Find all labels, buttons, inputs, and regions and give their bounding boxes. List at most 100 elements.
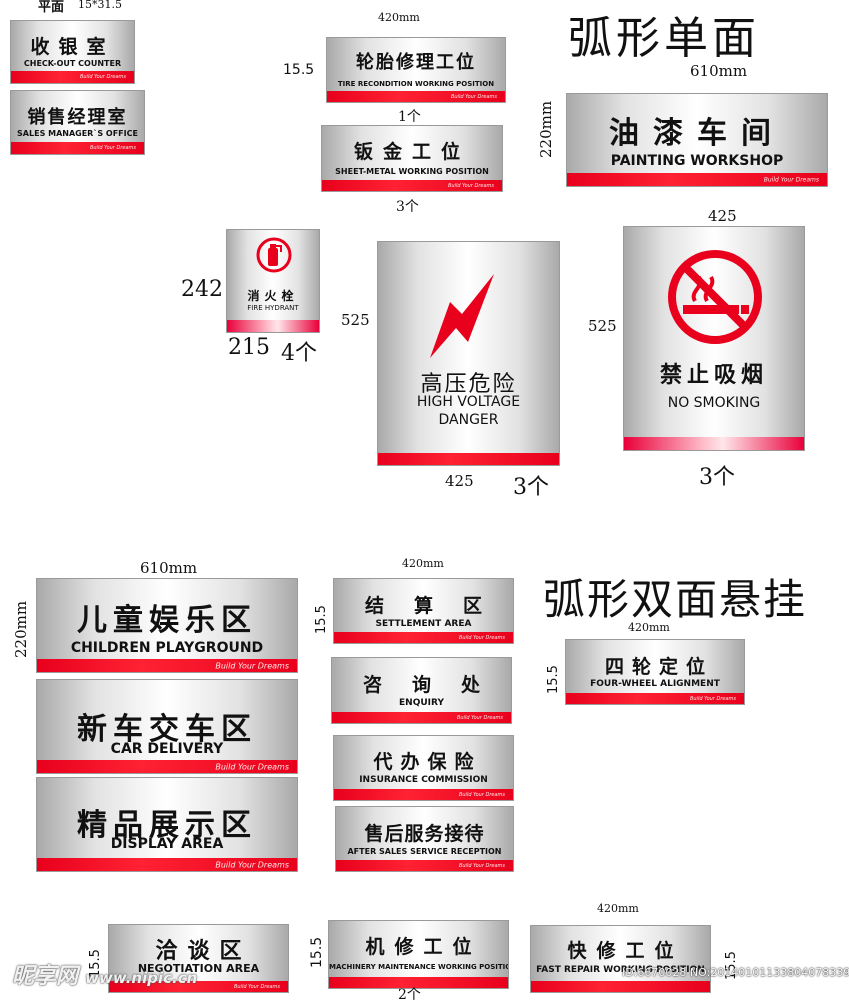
dim-width-four-wheel: 420mm xyxy=(628,621,670,634)
sign-fast-repair-en: FAST REPAIR WORKING POSITION xyxy=(536,965,705,975)
dim-height-hydrant: 242 xyxy=(181,277,223,302)
sign-painting-workshop-bar: Build Your Dreams xyxy=(567,173,827,186)
qty-voltage: 3个 xyxy=(513,475,549,500)
sign-sales-manager-cn: 销售经理室 xyxy=(27,107,128,128)
brand-slogan: Build Your Dreams xyxy=(458,634,505,641)
sign-fire-hydrant-en: FIRE HYDRANT xyxy=(247,304,299,312)
sign-children-playground-bar: Build Your Dreams xyxy=(37,659,297,672)
sign-four-wheel-alignment-bar: Build Your Dreams xyxy=(566,693,744,704)
dim-height-children: 220mm xyxy=(12,600,30,658)
sign-insurance-commission-en: INSURANCE COMMISSION xyxy=(359,775,488,785)
sign-fast-repair-cn: 快修工位 xyxy=(567,940,684,962)
sign-settlement-area: 结算区 SETTLEMENT AREA Build Your Dreams xyxy=(333,578,514,644)
sign-display-area-cn: 精品展示区 xyxy=(77,808,257,843)
fire-extinguisher-icon xyxy=(256,237,292,273)
brand-slogan: Build Your Dreams xyxy=(89,145,136,151)
sign-children-playground-cn: 儿童娱乐区 xyxy=(77,603,257,638)
sign-enquiry-bar: Build Your Dreams xyxy=(332,712,511,723)
dim-height-settlement: 15.5 xyxy=(314,605,329,634)
sign-fire-hydrant-bar xyxy=(227,320,319,332)
dim-height-tire: 15.5 xyxy=(283,62,315,78)
sign-machinery-maintenance-en: MACHINERY MAINTENANCE WORKING POSITION xyxy=(329,963,509,971)
sign-machinery-maintenance-cn: 机修工位 xyxy=(365,936,482,958)
sign-children-playground-en: CHILDREN PLAYGROUND xyxy=(70,640,264,656)
brand-slogan: Build Your Dreams xyxy=(458,862,505,869)
qty-hydrant: 4个 xyxy=(281,341,317,366)
sign-children-playground: 儿童娱乐区 CHILDREN PLAYGROUND Build Your Dre… xyxy=(36,578,298,673)
sign-negotiation-area-en: NEGOTIATION AREA xyxy=(137,962,260,975)
section-title-double: 弧形双面悬挂 xyxy=(543,575,808,624)
plane-label: 平面 xyxy=(38,0,65,15)
sign-car-delivery-en: CAR DELIVERY xyxy=(110,741,224,757)
brand-slogan: Build Your Dreams xyxy=(763,176,819,183)
sign-high-voltage-en2: DANGER xyxy=(438,412,499,428)
sign-negotiation-area-cn: 洽谈区 xyxy=(155,939,252,964)
sign-enquiry: 咨询处 ENQUIRY Build Your Dreams xyxy=(331,657,512,724)
sign-high-voltage-cn: 高压危险 xyxy=(420,372,517,397)
sign-enquiry-en: ENQUIRY xyxy=(399,698,444,708)
sign-four-wheel-alignment: 四轮定位 FOUR-WHEEL ALIGNMENT Build Your Dre… xyxy=(565,639,745,705)
brand-slogan: Build Your Dreams xyxy=(233,983,280,990)
sign-sales-manager: 销售经理室 SALES MANAGER`S OFFICE Build Your … xyxy=(10,90,145,155)
sign-sales-manager-en: SALES MANAGER`S OFFICE xyxy=(17,129,138,138)
sign-display-area: 精品展示区 DISPLAY AREA Build Your Dreams xyxy=(36,777,298,872)
sign-no-smoking-en: NO SMOKING xyxy=(667,395,761,411)
dim-width-children: 610mm xyxy=(140,559,198,577)
sign-fast-repair: 快修工位 FAST REPAIR WORKING POSITION xyxy=(530,925,711,993)
sign-tire-repair-cn: 轮胎修理工位 xyxy=(356,52,476,73)
brand-slogan: Build Your Dreams xyxy=(215,860,289,869)
sign-sheet-metal: 钣金工位 SHEET-METAL WORKING POSITION Build … xyxy=(321,125,503,192)
sign-painting-workshop-en: PAINTING WORKSHOP xyxy=(610,153,784,169)
sign-fire-hydrant-cn: 消火栓 xyxy=(247,289,299,303)
sign-four-wheel-alignment-cn: 四轮定位 xyxy=(604,656,713,678)
dim-width-nosmoking: 425 xyxy=(708,207,737,225)
sign-car-delivery-bar: Build Your Dreams xyxy=(37,760,297,773)
watermark-logo: 昵享网 www.nipic.cn xyxy=(12,958,197,990)
qty-machinery: 2个 xyxy=(398,987,421,1003)
sign-car-delivery-cn: 新车交车区 xyxy=(77,712,257,747)
sign-fire-hydrant: 消火栓 FIRE HYDRANT xyxy=(226,229,320,333)
sign-no-smoking-bar xyxy=(624,437,804,450)
brand-slogan: Build Your Dreams xyxy=(458,791,505,798)
watermark-id: ID:6670028 NO:20140101133804078339 xyxy=(622,966,849,979)
dim-height-painting: 220mm xyxy=(537,100,555,158)
sign-settlement-area-bar: Build Your Dreams xyxy=(334,632,513,643)
lightning-bolt-icon xyxy=(430,274,494,358)
dim-height-machinery: 15.5 xyxy=(309,936,325,968)
brand-slogan: Build Your Dreams xyxy=(447,182,494,189)
brand-slogan: Build Your Dreams xyxy=(689,695,736,702)
qty-sheet-metal: 3个 xyxy=(396,199,419,215)
sign-sheet-metal-en: SHEET-METAL WORKING POSITION xyxy=(335,167,489,176)
sign-no-smoking-cn: 禁止吸烟 xyxy=(659,363,768,388)
qty-tire: 1个 xyxy=(398,109,421,125)
sign-machinery-maintenance-bar xyxy=(329,977,508,988)
dim-width-fast-repair: 420mm xyxy=(597,902,639,915)
sign-insurance-commission: 代办保险 INSURANCE COMMISSION Build Your Dre… xyxy=(333,735,514,801)
sign-cashier-en: CHECK-OUT COUNTER xyxy=(23,59,122,68)
dim-height-voltage: 525 xyxy=(341,311,370,329)
sign-after-sales-bar: Build Your Dreams xyxy=(336,860,513,871)
dim-width-tire: 420mm xyxy=(378,11,420,24)
sign-high-voltage-bar xyxy=(378,453,559,465)
dim-width-settlement: 420mm xyxy=(402,557,444,570)
sign-tire-repair: 轮胎修理工位 TIRE RECONDITION WORKING POSITION… xyxy=(326,37,506,103)
sign-no-smoking: 禁止吸烟 NO SMOKING xyxy=(623,226,805,451)
sign-four-wheel-alignment-en: FOUR-WHEEL ALIGNMENT xyxy=(590,679,720,689)
sign-after-sales: 售后服务接待 AFTER SALES SERVICE RECEPTION Bui… xyxy=(335,806,514,872)
dim-width-voltage: 425 xyxy=(445,472,474,490)
no-smoking-icon xyxy=(668,250,762,344)
sign-insurance-commission-cn: 代办保险 xyxy=(373,751,482,773)
sign-enquiry-cn: 咨询处 xyxy=(362,674,510,696)
sign-insurance-commission-bar: Build Your Dreams xyxy=(334,789,513,800)
watermark-url: www.nipic.cn xyxy=(85,969,198,987)
brand-slogan: Build Your Dreams xyxy=(215,661,289,670)
qty-nosmoking: 3个 xyxy=(699,465,735,490)
sign-after-sales-cn: 售后服务接待 xyxy=(364,823,485,845)
sign-fast-repair-bar xyxy=(531,981,710,992)
sign-car-delivery: 新车交车区 CAR DELIVERY Build Your Dreams xyxy=(36,679,298,774)
sign-high-voltage-en1: HIGH VOLTAGE xyxy=(416,394,521,410)
sign-negotiation-area-bar: Build Your Dreams xyxy=(109,981,288,992)
sign-cashier: 收银室 CHECK-OUT COUNTER Build Your Dreams xyxy=(10,20,135,84)
sign-sheet-metal-cn: 钣金工位 xyxy=(353,141,470,163)
sign-sales-manager-bar: Build Your Dreams xyxy=(11,142,144,154)
